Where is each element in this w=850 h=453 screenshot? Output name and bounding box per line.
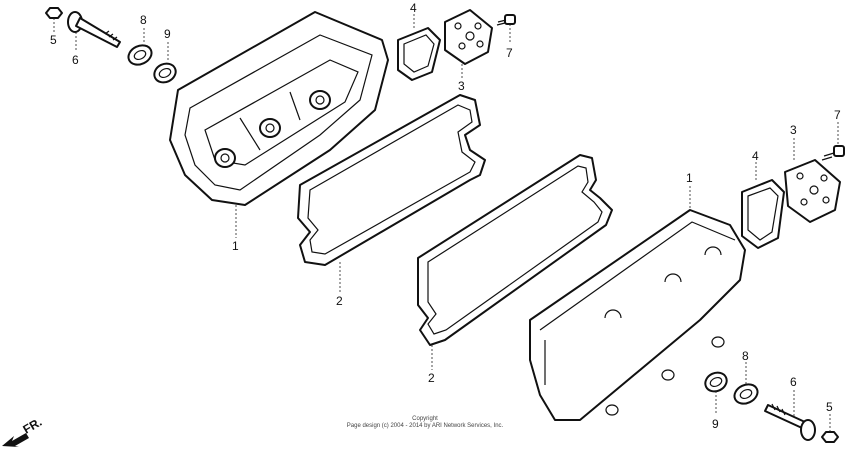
callout-2-upper: 2 (336, 294, 343, 308)
callout-7-upper: 7 (506, 46, 513, 60)
callout-5-upper: 5 (50, 33, 57, 47)
callout-6-upper: 6 (72, 53, 79, 67)
copyright-notice: Copyright Page design (c) 2004 - 2014 by… (0, 416, 850, 430)
callout-1-upper: 1 (232, 239, 239, 253)
small-gasket-lower (741, 162, 785, 249)
screw-lower (821, 122, 845, 161)
copyright-line: Page design (c) 2004 - 2014 by ARI Netwo… (346, 423, 504, 429)
callout-4-upper: 4 (410, 1, 417, 15)
callout-8-lower: 8 (742, 349, 749, 363)
callout-5-lower: 5 (826, 400, 833, 414)
callout-6-lower: 6 (790, 375, 797, 389)
head-cover-lower (529, 186, 746, 421)
head-cover-upper (169, 11, 389, 238)
callout-4-lower: 4 (752, 149, 759, 163)
callout-3-lower: 3 (790, 123, 797, 137)
washer-lower (733, 362, 759, 405)
gasket-lower (417, 154, 613, 370)
callout-7-lower: 7 (834, 108, 841, 122)
bolt-lower (764, 390, 816, 441)
washer-upper (127, 28, 153, 66)
cover-plate-upper (444, 9, 493, 78)
small-gasket-upper (397, 14, 441, 81)
nut-lower (821, 414, 839, 443)
front-direction-arrow-icon (2, 433, 29, 447)
callout-2-lower: 2 (428, 371, 435, 385)
grommet-lower (704, 371, 728, 414)
cover-plate-lower (784, 138, 841, 223)
callout-8-upper: 8 (140, 13, 147, 27)
grommet-upper (153, 42, 177, 84)
callout-1-lower: 1 (686, 171, 693, 185)
screw-upper (496, 14, 516, 44)
bolt-upper (67, 11, 121, 52)
callout-9-lower: 9 (712, 417, 719, 431)
nut-upper (45, 7, 63, 32)
callout-3-upper: 3 (458, 79, 465, 93)
gasket-upper (297, 94, 486, 292)
copyright-title: Copyright (412, 416, 438, 422)
callout-9-upper: 9 (164, 27, 171, 41)
